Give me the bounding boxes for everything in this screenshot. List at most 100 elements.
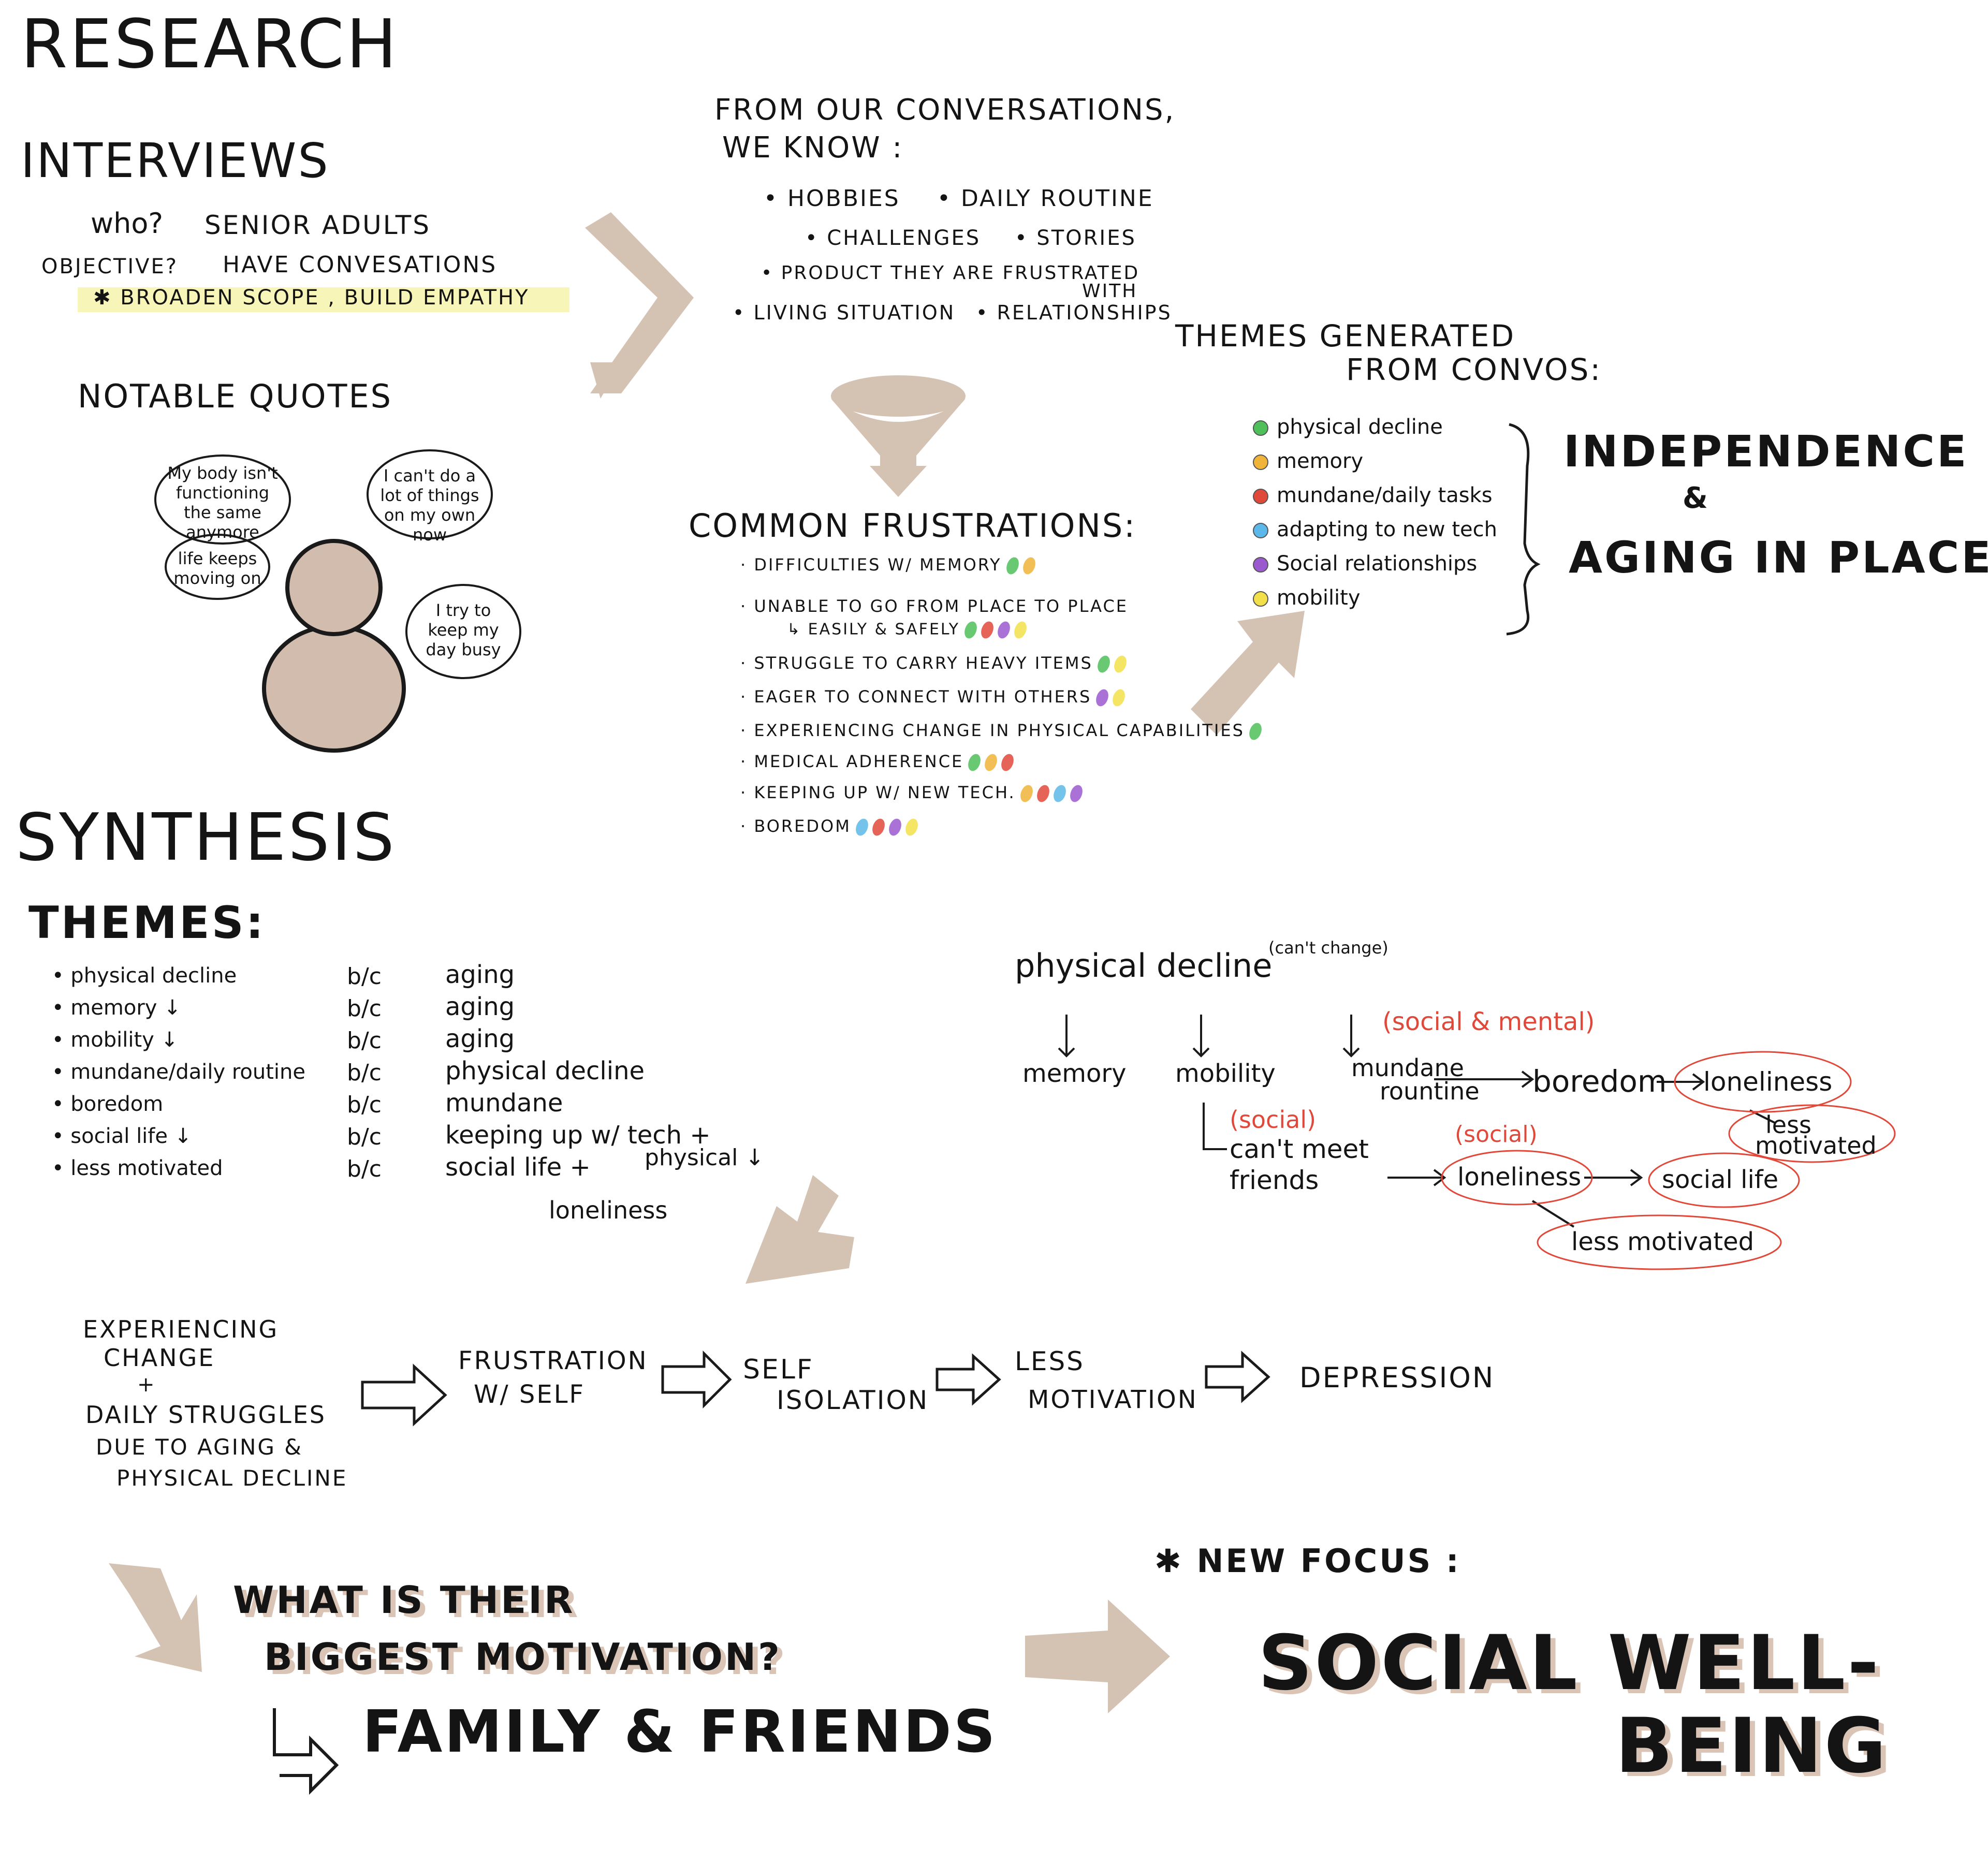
synthesis-reason: social life + [445, 1153, 591, 1182]
up-right-arrow [1191, 611, 1305, 735]
conversation-item: • STORIES [1015, 226, 1136, 250]
synthesis-theme: • mobility ↓ [52, 1028, 179, 1052]
synthesis-theme: • less motivated [52, 1156, 223, 1180]
synthesis-heading: SYNTHESIS [16, 799, 397, 875]
theme-item: mobility [1253, 588, 1361, 608]
conversations-heading-2: WE KNOW : [722, 131, 904, 165]
answer-arrow-icon [273, 1708, 339, 1795]
who-value: SENIOR ADULTS [204, 210, 431, 240]
map-node-loneliness: loneliness [1703, 1067, 1833, 1097]
conversation-item: WITH [1082, 281, 1138, 302]
frustration-item: · EAGER TO CONNECT WITH OTHERS [740, 687, 1128, 708]
synthesis-theme: • boredom [52, 1092, 164, 1116]
theme-label: memory [1277, 449, 1364, 473]
synthesis-reason: physical decline [445, 1056, 645, 1085]
map-node-less-motivated-2: motivated [1755, 1132, 1877, 1160]
highlight-mark [78, 287, 569, 312]
question-text: WHAT IS THEIR [233, 1578, 575, 1622]
synthesis-reason: aging [445, 992, 515, 1021]
map-node-mundane-2: rountine [1380, 1077, 1480, 1105]
flow-step-isolation: SELF [743, 1354, 814, 1385]
theme-color-dot [1253, 557, 1268, 573]
frustration-subitem: ↳ EASILY & SAFELY [787, 620, 1029, 640]
map-node-less-motivated-3: less motivated [1571, 1227, 1755, 1256]
right-chevron-arrow [585, 212, 694, 393]
flow-start-4: DUE TO AGING & [96, 1434, 303, 1460]
frustration-label: · DIFFICULTIES W/ MEMORY [740, 555, 1002, 575]
answer-text: FAMILY & FRIENDS [362, 1698, 998, 1766]
quote-text: life keeps moving on [173, 549, 261, 588]
theme-item: mundane/daily tasks [1253, 485, 1493, 506]
frustration-label: · STRUGGLE TO CARRY HEAVY ITEMS [740, 653, 1093, 673]
map-node-social-life: social life [1662, 1165, 1779, 1194]
theme-color-dot [1253, 591, 1268, 607]
theme-item: Social relationships [1253, 553, 1477, 574]
map-node-cant-meet: can't meet [1230, 1134, 1369, 1164]
synthesis-theme: • physical decline [52, 964, 237, 988]
brace [1506, 423, 1541, 636]
synthesis-theme: • social life ↓ [52, 1124, 192, 1148]
flow-start-2: CHANGE [104, 1344, 215, 1372]
because-label: b/c [347, 1028, 382, 1054]
themes-generated-heading-2: FROM CONVOS: [1346, 352, 1602, 387]
quote-text: I can't do a lot of things on my own now [380, 466, 479, 545]
objective-label: OBJECTIVE? [41, 255, 179, 278]
new-focus-label: ✱ NEW FOCUS : [1154, 1542, 1461, 1580]
theme-color-mark [1018, 783, 1035, 804]
theme-color-mark [1094, 687, 1111, 708]
conversation-item: • HOBBIES [764, 185, 900, 212]
flow-step-motivation: LESS [1015, 1346, 1085, 1376]
frustration-label: · EAGER TO CONNECT WITH OTHERS [740, 687, 1092, 707]
map-tag-social: (social) [1230, 1106, 1317, 1134]
flow-start-plus: + [137, 1373, 155, 1397]
frustration-label: · UNABLE TO GO FROM PLACE TO PLACE [740, 596, 1129, 616]
themes-heading: THEMES: [28, 897, 266, 949]
theme-color-dot [1253, 420, 1268, 436]
theme-color-mark [962, 620, 980, 640]
map-node-less-motivated: less [1765, 1111, 1812, 1139]
flow-step-depression: DEPRESSION [1299, 1361, 1495, 1394]
frustration-label: · KEEPING UP W/ NEW TECH. [740, 783, 1016, 802]
new-focus-title-2: BEING [1615, 1702, 1889, 1790]
flow-step-frustration-2: W/ SELF [474, 1380, 586, 1409]
frustration-label: ↳ EASILY & SAFELY [787, 620, 960, 639]
because-label: b/c [347, 963, 382, 990]
theme-item: adapting to new tech [1253, 519, 1497, 540]
down-right-arrow [109, 1563, 202, 1672]
theme-color-dot [1253, 489, 1268, 504]
theme-color-dot [1253, 454, 1268, 470]
research-heading: RESEARCH [21, 5, 399, 83]
independence-label: INDEPENDENCE [1563, 426, 1969, 477]
theme-color-mark [1051, 783, 1068, 804]
frustration-item: · DIFFICULTIES W/ MEMORY [740, 555, 1037, 576]
map-tag-social-mental: (social & mental) [1382, 1007, 1595, 1036]
theme-color-mark [1095, 654, 1112, 674]
frustration-item: · BOREDOM [740, 817, 920, 838]
map-node-loneliness-2: loneliness [1457, 1163, 1582, 1192]
objective-value: HAVE CONVESATIONS [223, 252, 498, 278]
flow-step-isolation-2: ISOLATION [777, 1385, 929, 1415]
who-label: who? [91, 207, 164, 240]
theme-color-mark [995, 620, 1013, 640]
because-label: b/c [347, 1124, 382, 1150]
frustration-label: · EXPERIENCING CHANGE IN PHYSICAL CAPABI… [740, 721, 1245, 740]
new-focus-title: SOCIAL WELL- [1258, 1619, 1881, 1707]
conversation-item: • LIVING SITUATION [733, 301, 956, 324]
map-node-cant-meet-2: friends [1230, 1165, 1319, 1195]
aging-in-place-label: AGING IN PLACE [1569, 532, 1988, 583]
theme-label: mobility [1277, 586, 1361, 610]
map-root: physical decline [1015, 947, 1273, 985]
flow-step-motivation-2: MOTIVATION [1028, 1385, 1198, 1414]
quote-text: I try to keep my day busy [426, 600, 501, 659]
ampersand: & [1683, 481, 1710, 515]
conversation-item: • CHALLENGES [805, 226, 981, 250]
funnel-icon [831, 375, 966, 497]
theme-color-mark [886, 817, 903, 838]
theme-item: physical decline [1253, 417, 1443, 437]
because-label: b/c [347, 1156, 382, 1182]
frustration-item: · KEEPING UP W/ NEW TECH. [740, 783, 1085, 804]
flow-start-3: DAILY STRUGGLES [85, 1401, 326, 1429]
interviews-heading: INTERVIEWS [21, 133, 330, 188]
flow-arrows [361, 1350, 1270, 1427]
